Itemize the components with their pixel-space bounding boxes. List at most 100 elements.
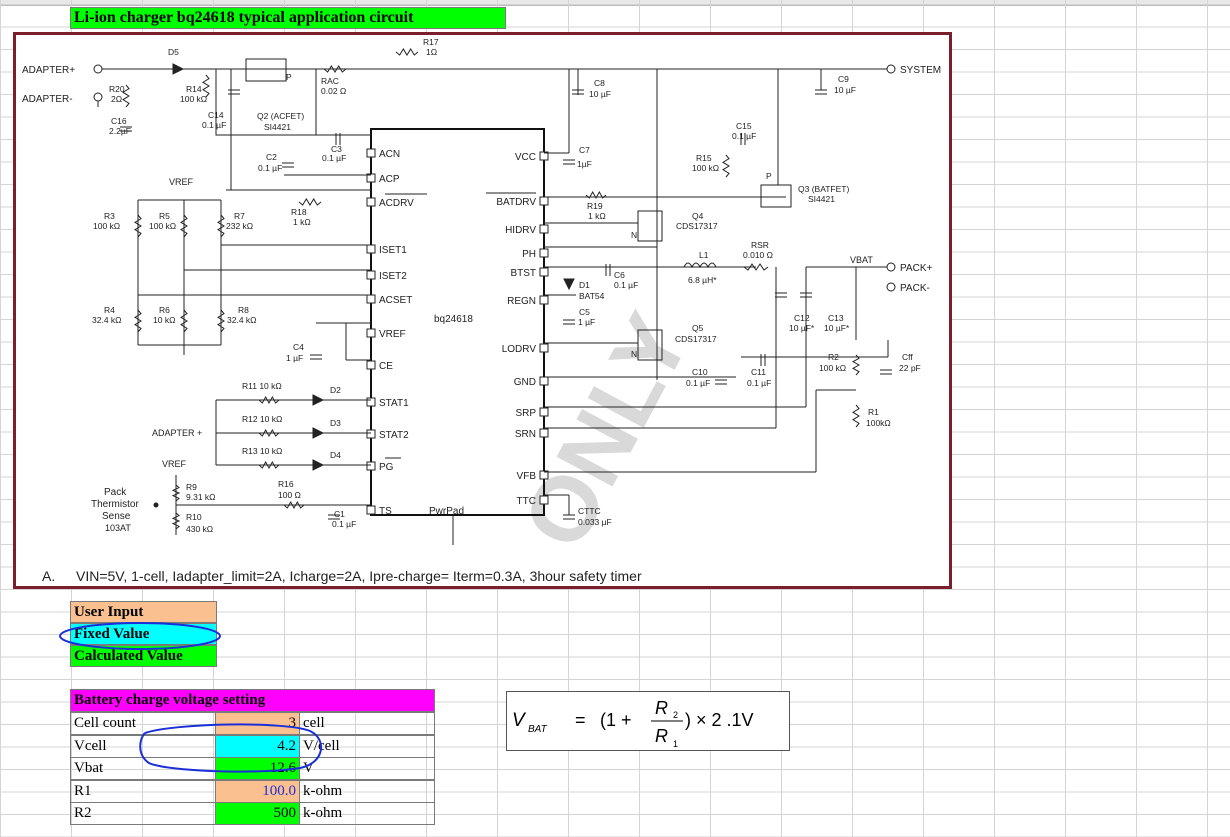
pwrpad-label: PwrPad bbox=[429, 506, 464, 517]
component-label-d4: D4 bbox=[330, 450, 341, 460]
component-label-r3v: 100 kΩ bbox=[93, 221, 120, 231]
component-label-r13: R13 10 kΩ bbox=[242, 446, 282, 456]
vbat-label: VBAT bbox=[850, 255, 873, 265]
adapter-plus-label: ADAPTER+ bbox=[22, 65, 75, 76]
formula-box[interactable]: V BAT = (1 + R 2 R 1 ) × 2 .1V bbox=[506, 691, 790, 751]
sheet-title[interactable]: Li-ion charger bq24618 typical applicati… bbox=[70, 7, 506, 29]
component-label-c10v: 0.1 µF bbox=[686, 378, 710, 388]
table-row-value-text: 100.0 bbox=[262, 782, 296, 799]
pin-right-1 bbox=[539, 196, 549, 206]
caption: VIN=5V, 1-cell, Iadapter_limit=2A, Ichar… bbox=[76, 568, 642, 584]
table-row-value[interactable]: 100.0 bbox=[215, 779, 300, 803]
table-header-label: Battery charge voltage setting bbox=[74, 692, 266, 708]
component-label-c16: C16 bbox=[111, 116, 127, 126]
thermistor-label-2: Thermistor bbox=[91, 499, 139, 510]
ic-body bbox=[370, 128, 545, 516]
thermistor-label-1: Pack bbox=[104, 487, 127, 498]
pin-label-left-3: ISET1 bbox=[379, 245, 407, 256]
table-row-unit[interactable]: k-ohm bbox=[299, 802, 435, 826]
component-label-q5v: CDS17317 bbox=[675, 334, 717, 344]
capacitor-2 bbox=[572, 89, 584, 95]
component-label-r8: R8 bbox=[238, 305, 249, 315]
component-label-r18: R18 bbox=[291, 207, 307, 217]
component-label-c15: C15 bbox=[736, 121, 752, 131]
capacitor-0 bbox=[120, 126, 132, 132]
pin-label-left-7: CE bbox=[379, 361, 393, 372]
component-label-d1: D1 bbox=[579, 280, 590, 290]
resistor-10 bbox=[180, 309, 188, 333]
component-label-c9: C9 bbox=[838, 74, 849, 84]
resistor-6 bbox=[134, 214, 142, 238]
capacitor-9 bbox=[605, 264, 611, 276]
component-label-n1: N bbox=[631, 230, 637, 240]
component-label-r12: R12 10 kΩ bbox=[242, 414, 282, 424]
legend-calculated-value[interactable]: Calculated Value bbox=[70, 645, 217, 667]
component-label-q3v: SI4421 bbox=[808, 194, 835, 204]
table-row-value[interactable]: 500 bbox=[215, 802, 300, 826]
resistor-8 bbox=[217, 214, 225, 238]
adapter-plus-label-2: ADAPTER + bbox=[152, 428, 202, 438]
table-row-unit[interactable]: cell bbox=[299, 712, 435, 735]
pin-label-right-2: HIDRV bbox=[505, 225, 536, 236]
component-label-n2: N bbox=[631, 349, 637, 359]
resistor-14 bbox=[258, 460, 280, 470]
table-row-label-text: Vcell bbox=[74, 737, 107, 754]
pin-right-9 bbox=[539, 428, 549, 438]
resistor-16 bbox=[171, 484, 181, 502]
capacitor-6 bbox=[563, 159, 575, 165]
component-label-q2: Q2 (ACFET) bbox=[257, 111, 304, 121]
resistor-11 bbox=[217, 309, 225, 333]
component-label-r20v: 2Ω bbox=[111, 94, 122, 104]
component-label-c2v: 0.1 µF bbox=[258, 163, 282, 173]
component-label-r9v: 9.31 kΩ bbox=[186, 492, 216, 502]
formula-lhs-sub: BAT bbox=[528, 724, 548, 735]
component-label-racv: 0.02 Ω bbox=[321, 86, 346, 96]
pin-label-left-9: STAT2 bbox=[379, 430, 409, 441]
component-label-c6: C6 bbox=[614, 270, 625, 280]
system-label: SYSTEM bbox=[900, 65, 941, 76]
component-label-q4: Q4 bbox=[692, 211, 704, 221]
formula-numerator-sub: 2 bbox=[673, 710, 678, 720]
table-row-label[interactable]: R2 bbox=[70, 802, 216, 826]
component-label-c6v: 0.1 µF bbox=[614, 280, 638, 290]
pin-label-left-5: ACSET bbox=[379, 295, 412, 306]
thermistor-label-4: 103AT bbox=[105, 523, 131, 533]
pack-minus-label: PACK- bbox=[900, 283, 930, 294]
component-label-d1v: BAT54 bbox=[579, 291, 605, 301]
pin-right-3 bbox=[539, 248, 549, 258]
annotation-circle-vcell bbox=[139, 723, 323, 773]
table-row-label-text: Vbat bbox=[74, 760, 104, 777]
table-row-label-text: Cell count bbox=[74, 715, 137, 731]
pin-right-11 bbox=[539, 495, 549, 505]
component-label-c15v: 0.1 µF bbox=[732, 131, 756, 141]
component-label-d5: D5 bbox=[168, 47, 179, 57]
table-row-unit[interactable]: k-ohm bbox=[299, 779, 435, 803]
component-label-p1: P bbox=[766, 171, 772, 181]
pin-left-6 bbox=[366, 328, 376, 338]
pin-label-right-8: SRP bbox=[515, 408, 536, 419]
pin-label-left-11: TS bbox=[379, 506, 392, 517]
resistor-20 bbox=[851, 354, 861, 376]
pin-label-right-5: REGN bbox=[507, 296, 536, 307]
component-label-r17: R17 bbox=[423, 37, 439, 47]
table-header[interactable]: Battery charge voltage setting bbox=[70, 689, 435, 712]
component-label-q4v: CDS17317 bbox=[676, 221, 718, 231]
table-row-value[interactable]: 12.6 bbox=[215, 757, 300, 781]
component-label-q3: Q3 (BATFET) bbox=[798, 184, 849, 194]
capacitor-8 bbox=[563, 319, 575, 325]
component-label-q2v: SI4421 bbox=[264, 122, 291, 132]
pin-left-8 bbox=[366, 397, 376, 407]
pin-left-9 bbox=[366, 429, 376, 439]
component-label-r2: R2 bbox=[828, 352, 839, 362]
table-row-label[interactable]: R1 bbox=[70, 779, 216, 803]
legend-fixed-value[interactable]: Fixed Value bbox=[70, 623, 217, 645]
component-label-d3: D3 bbox=[330, 418, 341, 428]
pin-label-left-8: STAT1 bbox=[379, 398, 409, 409]
component-label-c16v: 2.2µF bbox=[109, 126, 131, 136]
pin-right-4 bbox=[539, 267, 549, 277]
pin-right-6 bbox=[539, 343, 549, 353]
component-label-cttcv: 0.033 µF bbox=[578, 517, 612, 527]
capacitor-7 bbox=[740, 133, 746, 145]
ic-name: bq24618 bbox=[434, 314, 473, 325]
